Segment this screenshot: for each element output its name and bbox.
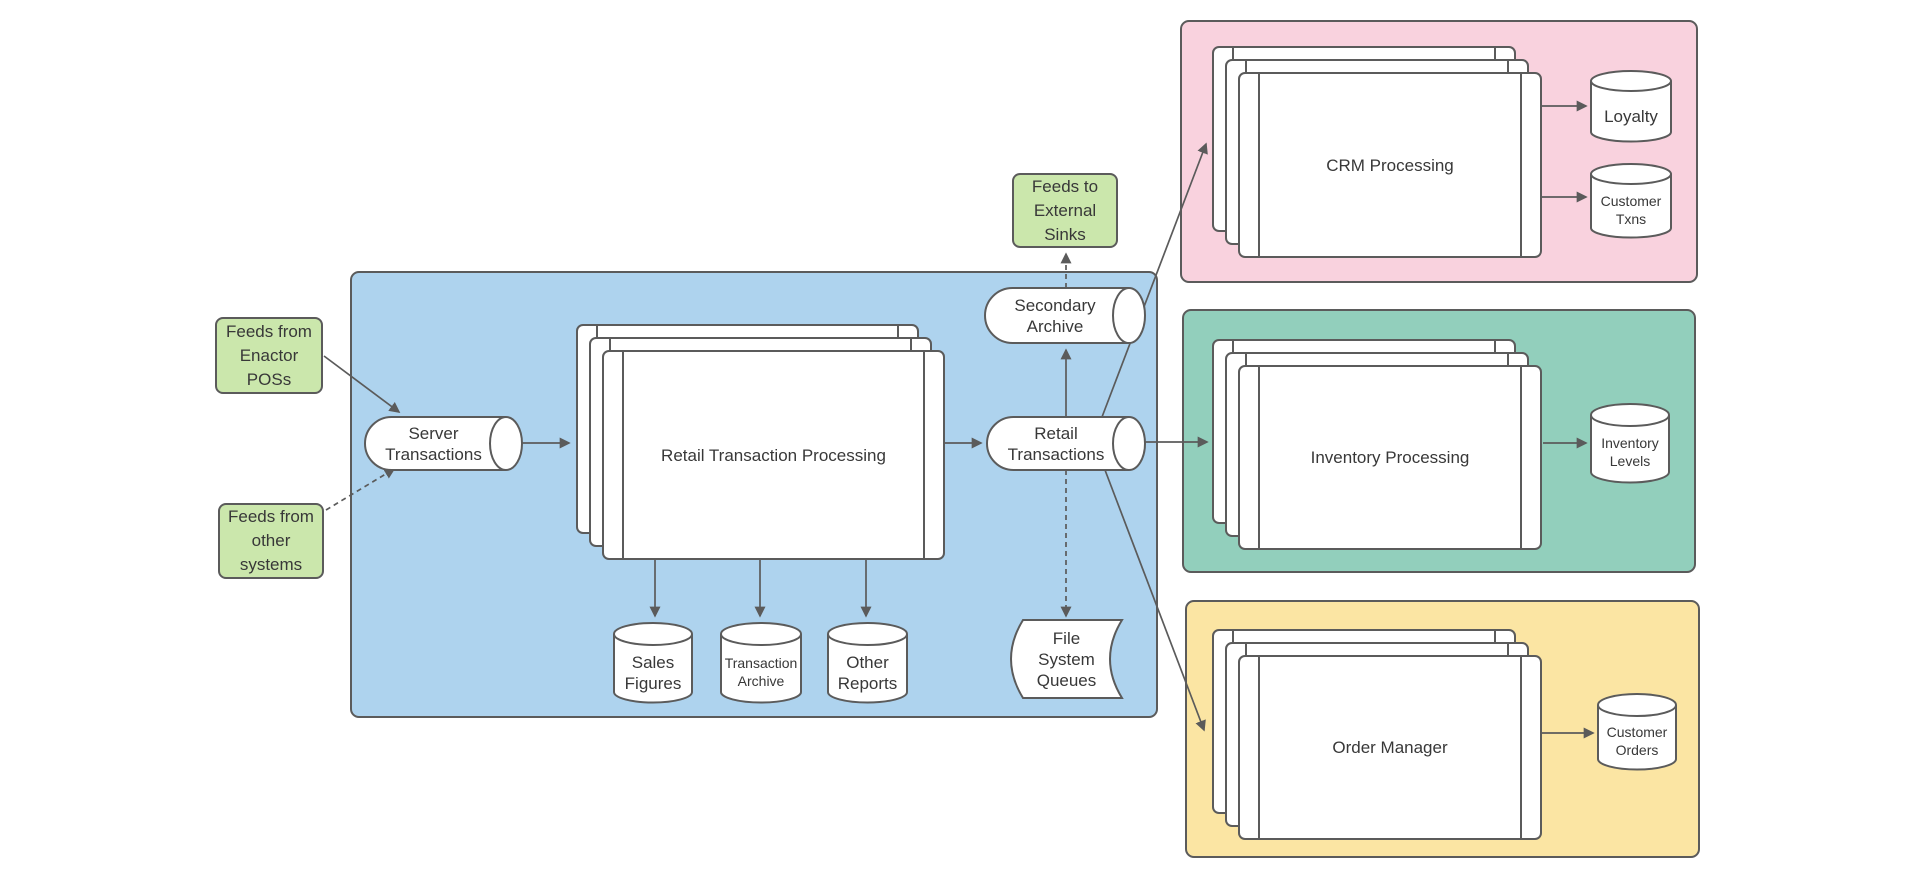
node-customer-txns[interactable]: Customer Txns bbox=[1590, 163, 1672, 239]
node-customer-orders[interactable]: Customer Orders bbox=[1597, 693, 1677, 771]
stack-layer-front: Retail Transaction Processing bbox=[602, 350, 945, 560]
node-label: CRM Processing bbox=[1326, 155, 1454, 175]
queue-shape bbox=[984, 287, 1146, 344]
node-label: Feeds from Enactor POSs bbox=[226, 321, 312, 389]
node-label: Inventory Processing bbox=[1310, 448, 1470, 467]
node-label: Feeds from other systems bbox=[228, 507, 314, 574]
database-shape bbox=[1597, 693, 1677, 771]
node-label: Customer Orders bbox=[1606, 723, 1668, 758]
database-shape bbox=[613, 622, 693, 704]
node-retail-transactions[interactable]: Retail Transactions bbox=[986, 416, 1146, 471]
node-file-system-queues[interactable]: File System Queues bbox=[1010, 619, 1124, 699]
stack-layer-front: Inventory Processing bbox=[1238, 365, 1542, 550]
stack-layer-front: Order Manager bbox=[1238, 655, 1542, 840]
node-label: Feeds to External Sinks bbox=[1031, 176, 1099, 244]
node-crm-processing[interactable]: CRM Processing bbox=[1212, 46, 1542, 258]
node-label: Inventory Levels bbox=[1601, 435, 1659, 469]
node-order-manager[interactable]: Order Manager bbox=[1212, 629, 1542, 840]
node-inventory-processing[interactable]: Inventory Processing bbox=[1212, 339, 1542, 550]
database-shape bbox=[827, 622, 908, 704]
node-label: Transaction Archive bbox=[724, 654, 798, 689]
node-server-transactions[interactable]: Server Transactions bbox=[364, 416, 523, 471]
node-label: Retail Transaction Processing bbox=[661, 445, 886, 465]
node-label: Retail Transactions bbox=[1007, 423, 1105, 464]
queue-shape bbox=[986, 416, 1146, 471]
node-loyalty[interactable]: Loyalty bbox=[1590, 70, 1672, 143]
node-inventory-levels[interactable]: Inventory Levels bbox=[1590, 403, 1670, 484]
node-feeds-from-enactor-poss[interactable]: Feeds from Enactor POSs bbox=[215, 317, 323, 394]
node-label: Loyalty bbox=[1604, 106, 1658, 126]
node-sales-figures[interactable]: Sales Figures bbox=[613, 622, 693, 704]
node-label: Customer Txns bbox=[1600, 192, 1662, 227]
node-secondary-archive[interactable]: Secondary Archive bbox=[984, 287, 1146, 344]
node-other-reports[interactable]: Other Reports bbox=[827, 622, 908, 704]
node-label: Order Manager bbox=[1332, 738, 1448, 757]
node-feeds-to-external-sinks[interactable]: Feeds to External Sinks bbox=[1012, 173, 1118, 248]
node-label: Sales Figures bbox=[624, 652, 682, 693]
node-label: Server Transactions bbox=[385, 423, 482, 464]
node-transaction-archive[interactable]: Transaction Archive bbox=[720, 622, 802, 704]
database-shape bbox=[720, 622, 802, 704]
node-label: Secondary Archive bbox=[1014, 295, 1096, 336]
database-shape bbox=[1590, 403, 1670, 484]
database-shape bbox=[1590, 163, 1672, 239]
database-shape bbox=[1590, 70, 1672, 143]
node-feeds-from-other-systems[interactable]: Feeds from other systems bbox=[218, 503, 324, 579]
stored-data-shape bbox=[1010, 619, 1124, 699]
stack-layer-front: CRM Processing bbox=[1238, 72, 1542, 258]
node-label: File System Queues bbox=[1036, 628, 1097, 690]
queue-shape bbox=[364, 416, 523, 471]
node-label: Other Reports bbox=[837, 652, 898, 693]
node-retail-transaction-processing[interactable]: Retail Transaction Processing bbox=[576, 324, 945, 560]
